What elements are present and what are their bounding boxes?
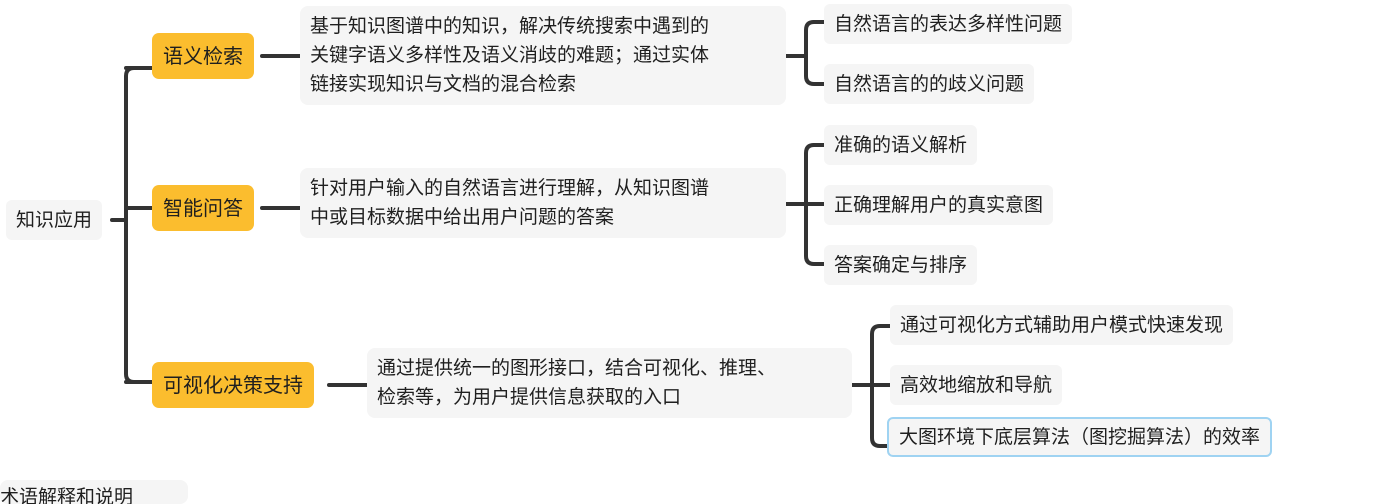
clipped-topic[interactable]: 术语解释和说明 [0,480,188,504]
branch-semantic-search[interactable]: 语义检索 [152,33,254,79]
leaf-graph-algorithm-efficiency[interactable]: 大图环境下底层算法（图挖掘算法）的效率 [887,417,1273,457]
leaf-visual-discovery[interactable]: 通过可视化方式辅助用户模式快速发现 [890,305,1234,345]
leaf-ambiguity[interactable]: 自然语言的的歧义问题 [824,64,1035,104]
desc-visual-decision[interactable]: 通过提供统一的图形接口，结合可视化、推理、 检索等，为用户提供信息获取的入口 [367,348,852,418]
desc-semantic-search[interactable]: 基于知识图谱中的知识，解决传统搜索中遇到的 关键字语义多样性及语义消歧的难题；通… [300,6,786,105]
desc-qa[interactable]: 针对用户输入的自然语言进行理解，从知识图谱 中或目标数据中给出用户问题的答案 [300,168,786,238]
root-topic[interactable]: 知识应用 [6,200,103,240]
leaf-zoom-navigation[interactable]: 高效地缩放和导航 [890,365,1063,405]
leaf-semantic-parsing[interactable]: 准确的语义解析 [824,125,978,165]
leaf-answer-ranking[interactable]: 答案确定与排序 [824,245,978,285]
leaf-understand-intent[interactable]: 正确理解用户的真实意图 [824,185,1054,225]
branch-qa[interactable]: 智能问答 [152,185,254,231]
leaf-expression-diversity[interactable]: 自然语言的表达多样性问题 [824,4,1073,44]
branch-visual-decision[interactable]: 可视化决策支持 [152,362,314,408]
